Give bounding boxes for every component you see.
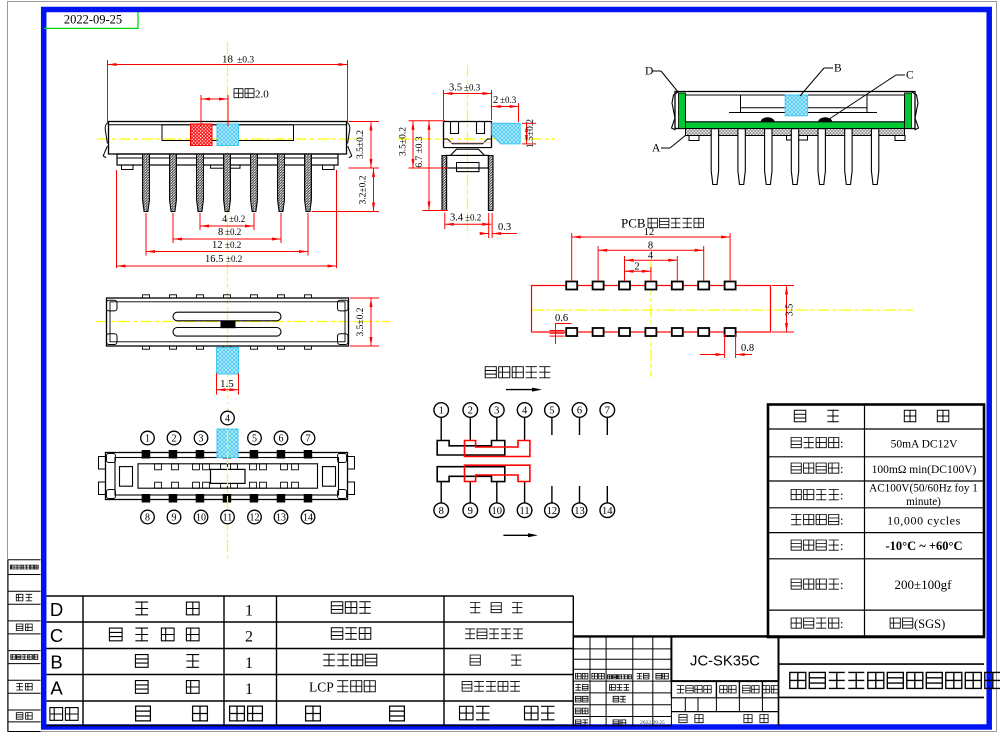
svg-text:2022.09.25: 2022.09.25 <box>640 720 665 726</box>
svg-text:3.4: 3.4 <box>450 213 464 224</box>
svg-text:2022-09-25: 2022-09-25 <box>64 13 122 27</box>
svg-text:C: C <box>906 70 914 82</box>
svg-text:1.5±0.2: 1.5±0.2 <box>526 119 536 148</box>
svg-text:18: 18 <box>222 54 234 66</box>
svg-text:8: 8 <box>648 241 653 252</box>
svg-text:minute): minute) <box>906 496 941 508</box>
svg-text:1.5: 1.5 <box>220 378 234 390</box>
svg-text:±0.3: ±0.3 <box>500 95 517 105</box>
svg-text:±0.2: ±0.2 <box>225 227 241 237</box>
svg-text:PCB: PCB <box>621 216 646 231</box>
svg-text::: : <box>840 489 843 503</box>
svg-text:±0.3: ±0.3 <box>237 56 254 66</box>
svg-text:±0.2: ±0.2 <box>229 214 245 224</box>
svg-text:3.5: 3.5 <box>449 83 462 94</box>
svg-text:4: 4 <box>522 406 528 417</box>
svg-text:5: 5 <box>252 434 257 445</box>
svg-text:16.5: 16.5 <box>205 254 223 265</box>
svg-text:D: D <box>50 599 63 620</box>
svg-text:4: 4 <box>222 214 228 225</box>
svg-text:A: A <box>652 143 661 155</box>
svg-text:3.5±0.2: 3.5±0.2 <box>399 127 409 156</box>
svg-text:14: 14 <box>602 506 613 517</box>
svg-text:JC-SK35C: JC-SK35C <box>690 654 760 670</box>
svg-text:±0.2: ±0.2 <box>225 240 241 250</box>
svg-text:3.5±0.2: 3.5±0.2 <box>356 130 366 159</box>
svg-text::: : <box>840 617 843 631</box>
svg-text::: : <box>840 462 843 476</box>
svg-text:14: 14 <box>303 513 313 524</box>
svg-text:3.2±0.2: 3.2±0.2 <box>359 175 369 204</box>
svg-text:5: 5 <box>549 406 554 417</box>
svg-text::: : <box>840 514 843 528</box>
svg-text:100mΩ min(DC100V): 100mΩ min(DC100V) <box>872 464 977 476</box>
svg-text:9: 9 <box>468 506 473 517</box>
svg-text:7: 7 <box>306 434 311 445</box>
svg-text:0.3: 0.3 <box>498 222 511 233</box>
svg-text:B: B <box>50 652 62 673</box>
svg-text:4: 4 <box>648 251 654 262</box>
svg-text:0.8: 0.8 <box>741 343 754 354</box>
svg-text:10: 10 <box>492 506 503 517</box>
svg-text:50mA DC12V: 50mA DC12V <box>891 439 958 451</box>
svg-text:7: 7 <box>605 406 610 417</box>
svg-text:2: 2 <box>468 406 473 417</box>
svg-text:8: 8 <box>145 513 150 524</box>
svg-text::: : <box>840 539 843 553</box>
svg-text:1: 1 <box>245 603 253 620</box>
svg-text:3: 3 <box>494 406 499 417</box>
svg-text:3.5: 3.5 <box>785 304 796 317</box>
svg-text:13: 13 <box>574 506 585 517</box>
svg-text:200±100gf: 200±100gf <box>895 577 953 592</box>
svg-text:6.7 ±0.3: 6.7 ±0.3 <box>415 136 425 168</box>
svg-text:10: 10 <box>196 513 206 524</box>
svg-text:12: 12 <box>644 227 655 238</box>
svg-text::: : <box>840 578 843 592</box>
svg-text:±0.3: ±0.3 <box>464 83 481 93</box>
svg-text:1: 1 <box>245 681 253 698</box>
svg-text:12: 12 <box>212 240 223 251</box>
svg-text:10,000 cycles: 10,000 cycles <box>887 514 961 528</box>
svg-text:3: 3 <box>199 434 204 445</box>
svg-text:2: 2 <box>172 434 177 445</box>
svg-text:3.5±0.2: 3.5±0.2 <box>356 307 366 336</box>
svg-text:1: 1 <box>439 406 444 417</box>
svg-text:6: 6 <box>279 434 284 445</box>
svg-text:4: 4 <box>225 414 230 425</box>
svg-text:B: B <box>834 63 842 75</box>
svg-text:8: 8 <box>439 506 444 517</box>
svg-text:±0.2: ±0.2 <box>226 254 242 264</box>
svg-text:6: 6 <box>577 406 582 417</box>
svg-text:11: 11 <box>520 506 530 517</box>
svg-text:1: 1 <box>145 434 150 445</box>
svg-text::: : <box>840 437 843 451</box>
svg-text:LCP: LCP <box>309 680 334 695</box>
svg-text:(SGS): (SGS) <box>914 617 945 631</box>
svg-text:±0.2: ±0.2 <box>465 213 481 223</box>
svg-text:11: 11 <box>223 513 233 524</box>
svg-text:2.0: 2.0 <box>255 89 269 101</box>
svg-text:-10°C ~ +60°C: -10°C ~ +60°C <box>885 539 962 553</box>
svg-text:8: 8 <box>218 227 223 238</box>
svg-text:2: 2 <box>634 262 639 273</box>
svg-text:AC100V(50/60Hz foy 1: AC100V(50/60Hz foy 1 <box>869 483 978 495</box>
svg-text:2: 2 <box>245 629 253 646</box>
svg-text:0.6: 0.6 <box>555 313 568 324</box>
svg-text:A: A <box>50 678 63 699</box>
svg-text:12: 12 <box>250 513 260 524</box>
svg-text:C: C <box>50 625 63 646</box>
svg-text:13: 13 <box>276 513 286 524</box>
svg-text:1: 1 <box>245 655 253 672</box>
svg-text:9: 9 <box>172 513 177 524</box>
svg-text:12: 12 <box>547 506 558 517</box>
svg-text:D: D <box>645 66 653 78</box>
svg-text:2: 2 <box>493 95 498 106</box>
